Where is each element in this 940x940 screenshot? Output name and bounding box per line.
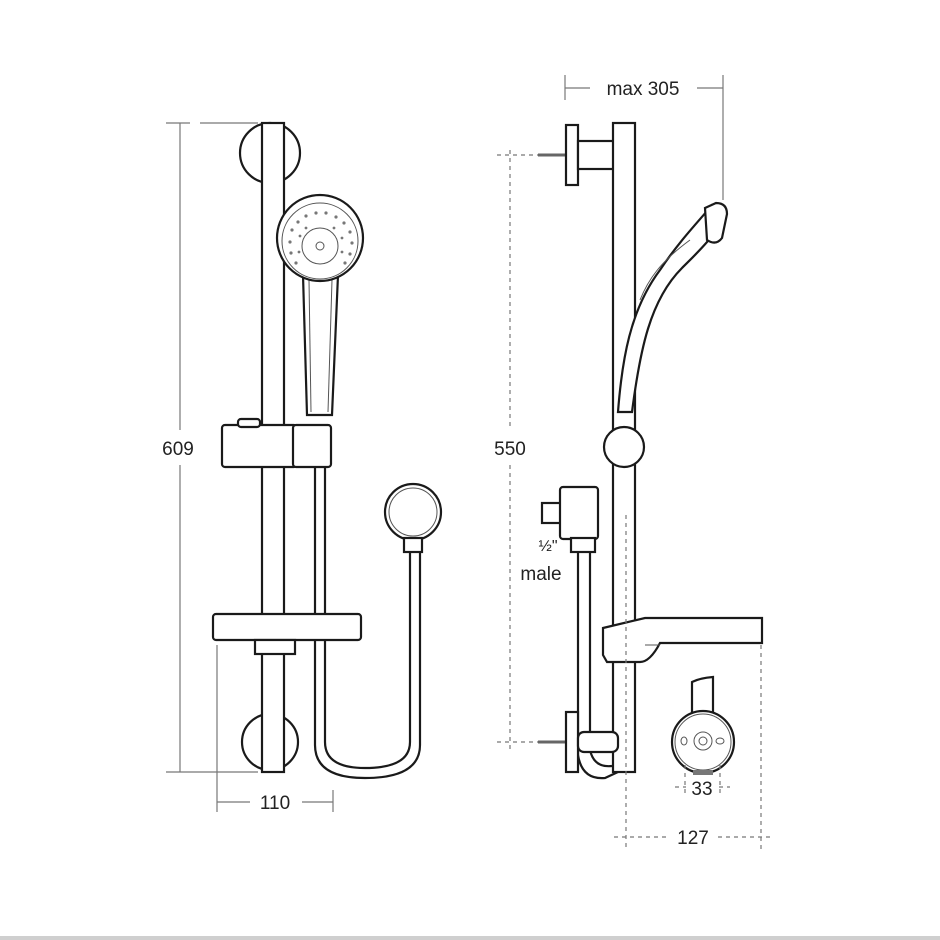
bracket-width-label: 33 — [691, 779, 712, 800]
soap-dish-depth-label: 127 — [677, 828, 709, 849]
bottom-bracket-side — [538, 710, 620, 774]
front-view: 609 — [162, 121, 443, 814]
fixing-centres-dimension: 550 — [494, 150, 540, 752]
handset-handle — [301, 273, 340, 417]
connection-size-label: ½" — [538, 538, 557, 555]
width-label: 110 — [260, 793, 290, 814]
bracket-detail: 33 — [670, 675, 736, 800]
handset-head — [275, 193, 365, 283]
height-dimension: 609 — [162, 122, 258, 773]
soap-dish-depth-dimension: 127 — [614, 515, 772, 850]
wall-outlet — [383, 482, 443, 554]
soap-dish — [211, 612, 363, 656]
connection-type-label: male — [520, 564, 561, 585]
handset-side — [616, 201, 729, 414]
projection-label: max 305 — [607, 79, 680, 100]
top-bracket-side — [538, 123, 616, 187]
slider-holder — [220, 417, 333, 469]
width-dimension: 110 — [216, 645, 334, 814]
side-view: max 305 550 ½" m — [494, 75, 772, 850]
ball-joint — [602, 425, 646, 469]
bottom-border — [0, 936, 940, 940]
projection-dimension: max 305 — [564, 75, 724, 200]
fixing-centres-label: 550 — [494, 439, 526, 460]
hose — [313, 460, 422, 780]
soap-dish-side — [601, 616, 764, 664]
height-label: 609 — [162, 439, 194, 460]
wall-outlet-side: ½" male — [520, 485, 600, 585]
